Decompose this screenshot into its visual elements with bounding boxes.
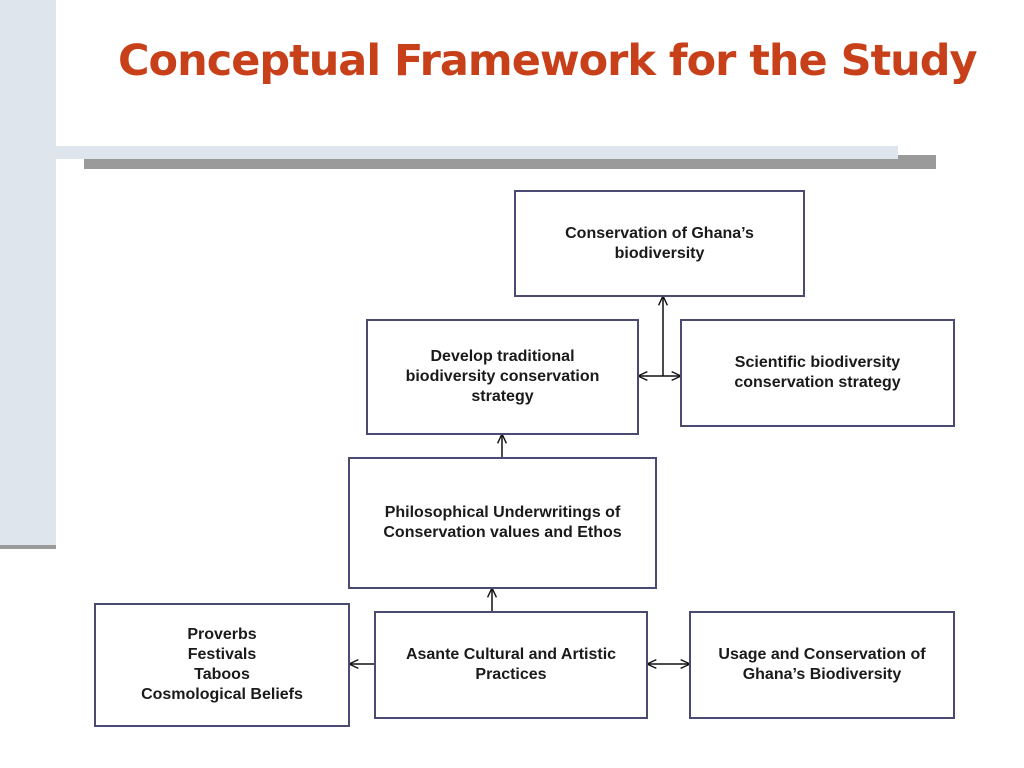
box-conservation-of-biodiversity: Conservation of Ghana’s biodiversity [514, 190, 805, 297]
box-traditional-strategy: Develop traditional biodiversity conserv… [366, 319, 639, 435]
box-cultural-practices-list: Proverbs Festivals Taboos Cosmological B… [94, 603, 350, 727]
box-line: Asante Cultural and Artistic [405, 646, 617, 663]
box-line: Conservation values and Ethos [383, 524, 622, 541]
box-line: Taboos [194, 666, 250, 683]
box-line: Develop traditional [430, 348, 575, 365]
box-line: Cosmological Beliefs [141, 686, 303, 703]
box-scientific-strategy: Scientific biodiversity conservation str… [680, 319, 955, 427]
box-philosophical-underwritings: Philosophical Underwritings of Conservat… [348, 457, 657, 589]
box-line: Philosophical Underwritings of [384, 504, 621, 521]
box-line: Scientific biodiversity [734, 354, 901, 371]
box-line: strategy [471, 388, 534, 405]
slide-title: Conceptual Framework for the Study [118, 36, 978, 86]
title-underline [56, 146, 898, 159]
box-line: conservation strategy [734, 374, 901, 391]
box-line: Festivals [187, 646, 257, 663]
box-line: biodiversity [614, 244, 705, 262]
box-line: biodiversity conservation [405, 368, 600, 385]
left-decorative-band [0, 0, 56, 545]
left-band-shadow [0, 545, 56, 549]
box-usage-and-conservation: Usage and Conservation of Ghana’s Biodiv… [689, 611, 955, 719]
box-line: Conservation of Ghana’s [565, 224, 754, 242]
box-line: Practices [475, 666, 547, 683]
box-line: Ghana’s Biodiversity [742, 666, 902, 683]
box-line: Usage and Conservation of [718, 646, 926, 663]
box-asante-practices: Asante Cultural and Artistic Practices [374, 611, 648, 719]
box-line: Proverbs [187, 626, 257, 643]
